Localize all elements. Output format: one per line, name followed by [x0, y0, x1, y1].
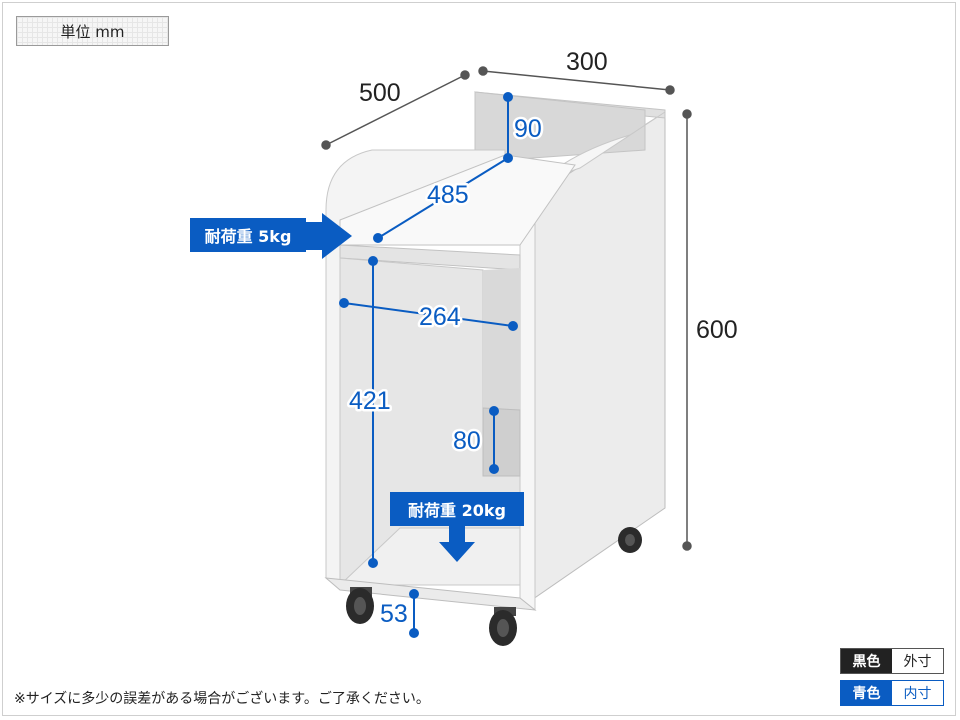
shelf-depth-line	[377, 157, 509, 239]
top-shelf-load-label: 耐荷重 5kg	[190, 218, 306, 252]
clearance-dimension: 53	[380, 600, 408, 628]
depth-dimension: 500	[359, 79, 401, 107]
caster-front-left	[346, 587, 374, 624]
shelf-depth-dimension: 485	[427, 181, 469, 209]
legend-blue: 青色 内寸	[840, 680, 944, 706]
size-disclaimer: ※サイズに多少の誤差がある場合がございます。ご了承ください。	[14, 691, 430, 707]
back-panel	[474, 91, 646, 161]
casters	[346, 527, 642, 646]
inner-width-dimension: 264	[419, 303, 461, 331]
bottom-load-arrow-icon	[439, 526, 475, 562]
tray-height-dimension: 90	[514, 115, 542, 143]
top-load-arrow-icon	[303, 213, 352, 259]
legend-black: 黒色 外寸	[840, 648, 944, 674]
height-dimension: 600	[696, 316, 738, 344]
base-board	[324, 577, 537, 611]
depth-line	[325, 74, 466, 146]
unit-label: 単位 mm	[16, 16, 169, 46]
inner-back-top	[483, 268, 520, 420]
bottom-shelf	[338, 527, 521, 586]
legend-black-swatch: 黒色	[841, 649, 892, 673]
legend-black-meaning: 外寸	[892, 649, 943, 673]
legend-blue-meaning: 内寸	[892, 681, 943, 705]
cart-body	[324, 91, 666, 611]
bottom-shelf-load-label: 耐荷重 20kg	[390, 492, 524, 526]
width-line	[482, 70, 671, 91]
caster-back-right	[618, 527, 642, 553]
lip-height-dimension: 80	[453, 427, 481, 455]
bottom-lip	[482, 407, 521, 477]
outer-dimension-lines	[321, 66, 692, 551]
inner-dimension-lines	[339, 92, 518, 638]
legend-blue-swatch: 青色	[841, 681, 892, 705]
caster-front-right	[489, 607, 517, 646]
width-dimension: 300	[566, 48, 608, 76]
opening-height-dimension: 421	[349, 387, 391, 415]
